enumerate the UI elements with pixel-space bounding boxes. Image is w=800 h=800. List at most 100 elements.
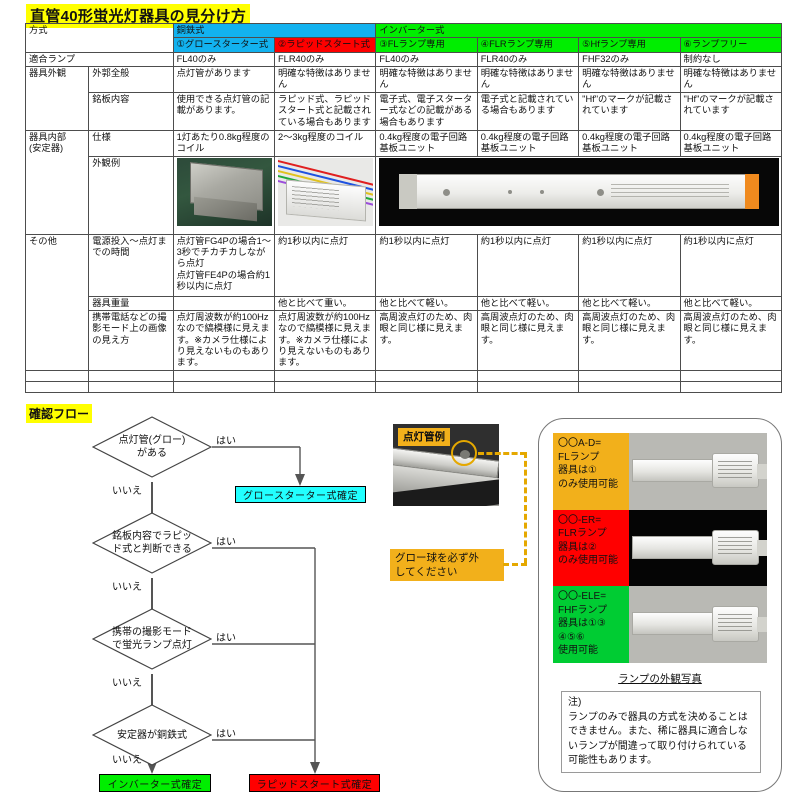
cell: 0.4kg程度の電子回路基板ユニット xyxy=(375,129,478,157)
table-row: 携帯電話などの撮影モード上の画像の見え方 点灯周波数が約100Hzなので縞模様に… xyxy=(26,309,783,371)
result-box-rapid-start: ラピッドスタート式確定 xyxy=(249,774,380,792)
note-body: ランプのみで器具の方式を決めることはできません。また、稀に器具に適合しないランプ… xyxy=(568,711,748,767)
lamp-panel-note: 注) ランプのみで器具の方式を決めることはできません。また、稀に器具に適合しない… xyxy=(561,691,761,773)
cell: 2～3kg程度のコイル xyxy=(273,129,377,157)
table-row: その他 電源投入～点灯までの時間 点灯管FG4Pの場合1～3秒でチカチカしながら… xyxy=(24,233,783,371)
cell: 0.4kg程度の電子回路基板ユニット xyxy=(476,129,580,157)
table-row-empty xyxy=(24,380,783,393)
specification-table: 方式 銅鉄式 インバーター式 ①グロースターター式 ②ラピッドスタート式 ③FL… xyxy=(24,22,783,393)
decision-node-camera-mode: 携帯の撮影モード で蛍光ランプ点灯 xyxy=(92,608,212,670)
cell xyxy=(375,369,478,382)
note-heading: 注) xyxy=(568,697,582,708)
lamp-row-fl: 〇〇A-D= FLランプ 器具は① のみ使用可能 xyxy=(553,433,767,510)
edge-label-yes-4: はい xyxy=(216,729,236,740)
cell: 点灯管FG4Pの場合1～3秒でチカチカしながら点灯 点灯管FE4Pの場合約1秒以… xyxy=(172,233,275,297)
cell: 0.4kg程度の電子回路基板ユニット xyxy=(578,129,681,157)
table-header-group-row: 方式 銅鉄式 インバーター式 xyxy=(25,22,782,53)
cell: FLR40のみ xyxy=(273,51,377,67)
lamp-tag-fhf: 〇〇-ELE= FHFランプ 器具は①③ ④⑤⑥ 使用可能 xyxy=(553,586,629,664)
row-sublabel-appearance-example: 外観例 xyxy=(88,155,174,235)
cell xyxy=(88,380,174,393)
cell: 明確な特徴はありません xyxy=(375,65,478,93)
lamp-head xyxy=(711,529,759,565)
cell: 約1秒以内に点灯 xyxy=(578,233,681,297)
cell: 点灯周波数が約100Hzなので縞模様に見えます。※カメラ仕様により見えないものも… xyxy=(172,309,275,371)
header-group-magnetic: 銅鉄式 xyxy=(172,22,377,39)
table-row-empty xyxy=(24,369,783,382)
row-sublabel-spec: 仕様 xyxy=(88,129,174,157)
cell: FHF32のみ xyxy=(578,51,681,67)
header-col-3: ③FLランプ専用 xyxy=(375,37,478,53)
cell: FL40のみ xyxy=(172,51,275,67)
cell: FLR40のみ xyxy=(476,51,580,67)
cell xyxy=(273,369,377,382)
lamp-row-flr: 〇〇-ER= FLRランプ 器具は② のみ使用可能 xyxy=(553,509,767,587)
result-box-glow-starter: グロースターター式確定 xyxy=(235,486,366,503)
header-group-inverter: インバーター式 xyxy=(375,22,782,39)
table-row: 銘板内容 使用できる点灯管の記載があります。 ラピッド式、ラピッドスタート式と記… xyxy=(26,91,783,131)
edge-label-no-4: いいえ xyxy=(112,755,142,766)
header-col-1: ①グロースターター式 xyxy=(172,37,275,53)
row-label-compatible-lamp: 適合ランプ xyxy=(25,51,174,67)
lamp-pins-icon xyxy=(757,540,767,556)
edge-label-yes-1: はい xyxy=(216,436,236,447)
cell xyxy=(24,369,90,382)
inverter-unit-body xyxy=(399,173,759,210)
lamp-pins-icon xyxy=(757,463,767,479)
cell: 点灯管があります xyxy=(172,65,275,93)
magnetic-ballast-image xyxy=(176,157,272,226)
cell: 他と比べて軽い。 xyxy=(578,295,681,311)
cell xyxy=(172,295,275,311)
cell: 0.4kg程度の電子回路基板ユニット xyxy=(679,129,783,157)
row-sublabel-nameplate: 銘板内容 xyxy=(88,91,174,131)
cell xyxy=(679,369,783,382)
decision-label: 銘板内容でラピッ ド式と判断できる xyxy=(111,531,192,555)
cell: 高周波点灯のため、肉眼と同じ様に見えます。 xyxy=(375,309,478,371)
table-row: 器具外観 外郭全般 点灯管があります 明確な特徴はありません 明確な特徴はありま… xyxy=(24,65,783,131)
decision-node-nameplate-rapid: 銘板内容でラピッ ド式と判断できる xyxy=(92,512,212,574)
table-header-column-row: ①グロースターター式 ②ラピッドスタート式 ③FLランプ専用 ④FLRランプ専用… xyxy=(26,37,783,53)
cell: 1灯あたり0.8kg程度のコイル xyxy=(172,129,275,157)
cell: 使用できる点灯管の記載があります。 xyxy=(172,91,275,131)
lamp-image-fl xyxy=(629,433,767,510)
cell: 他と比べて軽い。 xyxy=(476,295,580,311)
ballast-body xyxy=(285,179,366,223)
lamp-image-fhf xyxy=(629,586,767,664)
cell: 約1秒以内に点灯 xyxy=(273,233,377,297)
row-sublabel-fixture-weight: 器具重量 xyxy=(88,295,174,311)
edge-label-yes-3: はい xyxy=(216,633,236,644)
edge-label-no-3: いいえ xyxy=(112,678,142,689)
header-col-5: ⑤Hfランプ専用 xyxy=(578,37,681,53)
row-sublabel-startup-time: 電源投入～点灯までの時間 xyxy=(88,233,174,297)
callout-remove-glow: グロー球を必ず外 してください xyxy=(390,549,504,582)
cell: 点灯周波数が約100Hzなので縞模様に見えます。※カメラ仕様により見えないものも… xyxy=(273,309,377,371)
inverter-ballast-image xyxy=(379,157,779,226)
cell: 他と比べて軽い。 xyxy=(679,295,783,311)
lamp-reference-panel: 〇〇A-D= FLランプ 器具は① のみ使用可能 〇〇-ER= FLRランプ 器… xyxy=(538,418,782,792)
cell: 高周波点灯のため、肉眼と同じ様に見えます。 xyxy=(578,309,681,371)
cell xyxy=(476,369,580,382)
cell xyxy=(679,380,783,393)
cell: 電子式と記載されている場合もあります xyxy=(476,91,580,131)
lamp-head xyxy=(711,606,759,642)
lamp-pins-icon xyxy=(757,617,767,633)
decision-label: 携帯の撮影モード で蛍光ランプ点灯 xyxy=(111,627,192,651)
lamp-image-flr xyxy=(629,509,767,587)
cell: 他と比べて軽い。 xyxy=(375,295,478,311)
cell: 明確な特徴はありません xyxy=(578,65,681,93)
header-col-4: ④FLRランプ専用 xyxy=(476,37,580,53)
rapid-start-ballast-photo xyxy=(273,155,377,235)
cell xyxy=(476,380,580,393)
table-row: 器具内部 (安定器) 仕様 1灯あたり0.8kg程度のコイル 2～3kg程度のコ… xyxy=(24,129,783,235)
cell: "Hf"のマークが記載されています xyxy=(578,91,681,131)
cell: "Hf"のマークが記載されています xyxy=(679,91,783,131)
cell: 電子式、電子スターター式などの記載がある場合もあります xyxy=(375,91,478,131)
confirmation-flowchart: 点灯管(グロー) がある 銘板内容でラピッ ド式と判断できる 携帯の撮影モード … xyxy=(0,390,400,800)
edge-label-yes-2: はい xyxy=(216,537,236,548)
header-col-2: ②ラピッドスタート式 xyxy=(273,37,377,53)
row-label-fixture-appearance: 器具外観 xyxy=(24,65,90,131)
decision-node-magnetic-ballast: 安定器が銅鉄式 xyxy=(92,704,212,766)
cell: 制約なし xyxy=(679,51,783,67)
lamp-head xyxy=(711,452,759,489)
diamond-shape-icon xyxy=(92,704,212,766)
